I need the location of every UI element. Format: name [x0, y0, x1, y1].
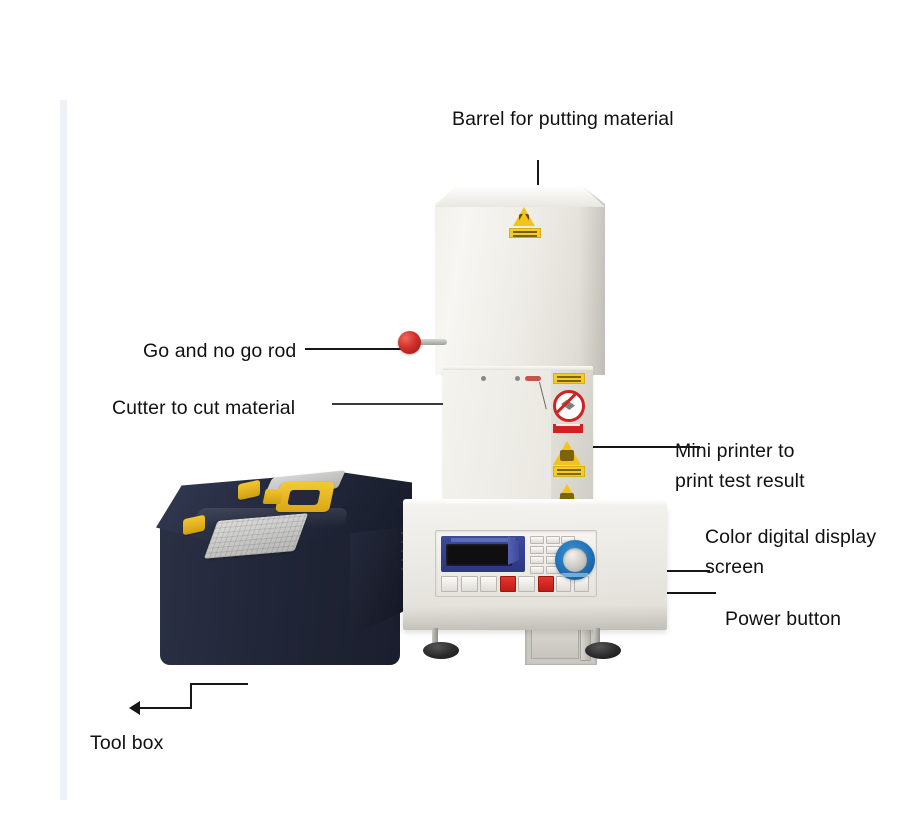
- function-key-row[interactable]: [441, 575, 589, 592]
- leader-line-toolbox-shaft: [140, 707, 192, 709]
- tool-box: [150, 440, 435, 695]
- leader-line-rod: [305, 348, 415, 350]
- function-key-stop[interactable]: [499, 575, 516, 592]
- go-no-go-rod: [419, 339, 447, 345]
- callout-label-power: Power button: [725, 608, 842, 630]
- leader-line-barrel: [537, 160, 539, 208]
- leader-line-cutter: [332, 403, 504, 405]
- hot-surface-warning-icon: [509, 207, 541, 238]
- function-key[interactable]: [460, 575, 478, 592]
- callout-label-barrel: Barrel for putting material: [452, 108, 674, 130]
- prohibition-caption-strip: [553, 424, 583, 433]
- keypad-key[interactable]: [530, 536, 544, 545]
- neck-top-edge: [443, 366, 593, 372]
- leader-line-toolbox-top: [190, 683, 248, 685]
- barrel-top-face: [435, 185, 605, 207]
- power-button-legend: [561, 573, 589, 577]
- function-key[interactable]: [480, 575, 498, 592]
- cutter-red-grip: [525, 376, 541, 381]
- foot-stem: [594, 628, 600, 644]
- cutter-wire: [539, 381, 547, 410]
- go-no-go-knob[interactable]: [398, 331, 421, 354]
- callout-label-rod: Go and no go rod: [143, 340, 297, 362]
- warning-triangle-icon-1: [553, 441, 581, 465]
- no-hand-prohibition-icon: [553, 390, 585, 422]
- lcd-screen[interactable]: [446, 544, 512, 566]
- function-key[interactable]: [441, 575, 459, 592]
- function-key-start[interactable]: [537, 575, 554, 592]
- power-button[interactable]: [555, 540, 595, 580]
- callout-label-printer: Mini printer to print test result: [675, 440, 805, 493]
- page-edge-strip: [60, 100, 67, 800]
- lcd-caption-text: [451, 538, 515, 542]
- power-button-core[interactable]: [563, 548, 587, 572]
- callout-label-toolbox: Tool box: [90, 732, 164, 754]
- keypad-key[interactable]: [530, 545, 544, 555]
- neck-screw-right: [515, 376, 520, 381]
- base-shading: [403, 605, 667, 630]
- barrel-shading: [579, 195, 605, 375]
- foot-pad: [423, 642, 459, 659]
- callout-label-cutter: Cutter to cut material: [112, 397, 296, 419]
- tool-box-handle: [262, 482, 336, 512]
- neck-front-face: [443, 370, 597, 665]
- leader-line-toolbox-elbow: [190, 683, 192, 708]
- foot-pad: [585, 642, 621, 659]
- neck-screw-left: [481, 376, 486, 381]
- leader-line-printer: [578, 446, 700, 448]
- keypad-key[interactable]: [530, 565, 544, 574]
- keypad-key[interactable]: [545, 536, 560, 545]
- keypad-key[interactable]: [530, 555, 544, 565]
- warning-caption-strip-2: [553, 466, 585, 477]
- warning-caption-strip-1: [553, 373, 585, 384]
- lcd-bezel-curve: [508, 536, 519, 565]
- tool-box-handle-hole: [287, 490, 321, 505]
- callout-label-display: Color digital display screen: [705, 526, 877, 579]
- tool-box-handle-tab: [262, 489, 284, 504]
- function-key[interactable]: [518, 575, 536, 592]
- foot-stem: [432, 628, 438, 644]
- melt-flow-index-tester: [395, 185, 675, 695]
- arrow-head-toolbox: [129, 701, 140, 715]
